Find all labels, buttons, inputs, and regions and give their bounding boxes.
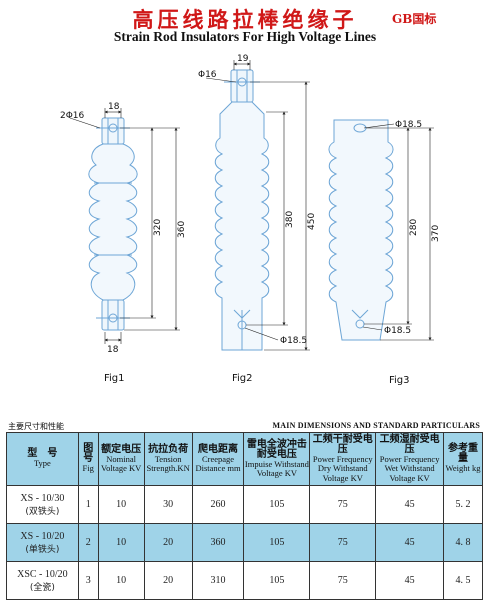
fig2-drawing xyxy=(214,69,270,351)
cell-wet: 45 xyxy=(375,561,444,600)
cell-impulse: 105 xyxy=(243,561,311,600)
fig1-inner-height-label: 320 xyxy=(153,219,163,236)
table-row: XS - 10/20(单铁头) 2 10 20 360 105 75 45 4.… xyxy=(6,523,483,562)
cell-type: XS - 10/20(单铁头) xyxy=(6,523,79,562)
fig3-label: Fig3 xyxy=(389,375,410,386)
cell-weight: 4. 8 xyxy=(443,523,483,562)
fig1-holes-label: 2Φ16 xyxy=(60,111,85,121)
cell-dry: 75 xyxy=(309,523,377,562)
cell-impulse: 105 xyxy=(243,523,311,562)
fig1-labels: 2Φ16 18 320 360 18 Fig1 xyxy=(60,102,187,384)
fig3-dimensions xyxy=(362,123,434,341)
fig2-bottom-hole-label: Φ18.5 xyxy=(280,336,307,346)
cell-weight: 5. 2 xyxy=(443,485,483,524)
table-caption-cn: 主要尺寸和性能 xyxy=(8,422,64,431)
cell-creepage: 310 xyxy=(191,561,245,600)
fig2-inner-height-label: 380 xyxy=(285,211,295,228)
cell-voltage: 10 xyxy=(97,523,145,562)
fig2-top-width-label: 19 xyxy=(237,54,249,64)
cell-dry: 75 xyxy=(309,561,377,600)
cell-fig: 1 xyxy=(77,485,99,524)
cell-tension: 20 xyxy=(143,561,193,600)
fig1-overall-height-label: 360 xyxy=(177,221,187,238)
cell-wet: 45 xyxy=(375,485,444,524)
cell-tension: 30 xyxy=(143,485,193,524)
fig1-dimensions xyxy=(69,108,180,344)
fig1-top-width-label: 18 xyxy=(108,102,120,112)
fig3-overall-height-label: 370 xyxy=(431,225,441,242)
fig2-dimensions xyxy=(205,60,310,351)
cell-tension: 20 xyxy=(143,523,193,562)
fig3-inner-height-label: 280 xyxy=(409,219,419,236)
cell-creepage: 260 xyxy=(191,485,245,524)
table-caption-en: MAIN DIMENSIONS AND STANDARD PARTICULARS xyxy=(272,421,480,430)
fig3-top-hole-label: Φ18.5 xyxy=(395,120,422,130)
cell-type: XSC - 10/20(全瓷) xyxy=(6,561,79,600)
table-row: XSC - 10/20(全瓷) 3 10 20 310 105 75 45 4.… xyxy=(6,561,483,600)
cell-wet: 45 xyxy=(375,523,444,562)
page-subtitle: Strain Rod Insulators For High Voltage L… xyxy=(113,29,377,44)
cell-weight: 4. 5 xyxy=(443,561,483,600)
fig1-bottom-width-label: 18 xyxy=(107,345,119,355)
fig3-labels: Φ18.5 280 370 Φ18.5 Fig3 xyxy=(384,120,441,386)
page-title: 高压线路拉棒绝缘子 xyxy=(132,8,358,32)
fig2-hole-label: Φ16 xyxy=(198,70,217,80)
fig2-labels: Φ16 19 380 450 Φ18.5 Fig2 xyxy=(198,54,317,384)
cell-fig: 3 xyxy=(77,561,99,600)
table-row: XS - 10/30(双铁头) 1 10 30 260 105 75 45 5.… xyxy=(6,485,483,524)
fig2-label: Fig2 xyxy=(232,373,253,384)
cell-voltage: 10 xyxy=(97,561,145,600)
standard-badge: GB国标 xyxy=(392,12,437,26)
insulator-drawings: 2Φ16 18 320 360 18 Fig1 Φ16 19 380 450 xyxy=(60,54,441,386)
fig1-drawing xyxy=(88,117,138,331)
cell-impulse: 105 xyxy=(243,485,311,524)
cell-creepage: 360 xyxy=(191,523,245,562)
cell-dry: 75 xyxy=(309,485,377,524)
fig1-label: Fig1 xyxy=(104,373,125,384)
fig3-drawing xyxy=(328,119,394,341)
cell-fig: 2 xyxy=(77,523,99,562)
fig3-bottom-hole-label: Φ18.5 xyxy=(384,326,411,336)
cell-voltage: 10 xyxy=(97,485,145,524)
cell-type: XS - 10/30(双铁头) xyxy=(6,485,79,524)
fig2-overall-height-label: 450 xyxy=(307,213,317,230)
